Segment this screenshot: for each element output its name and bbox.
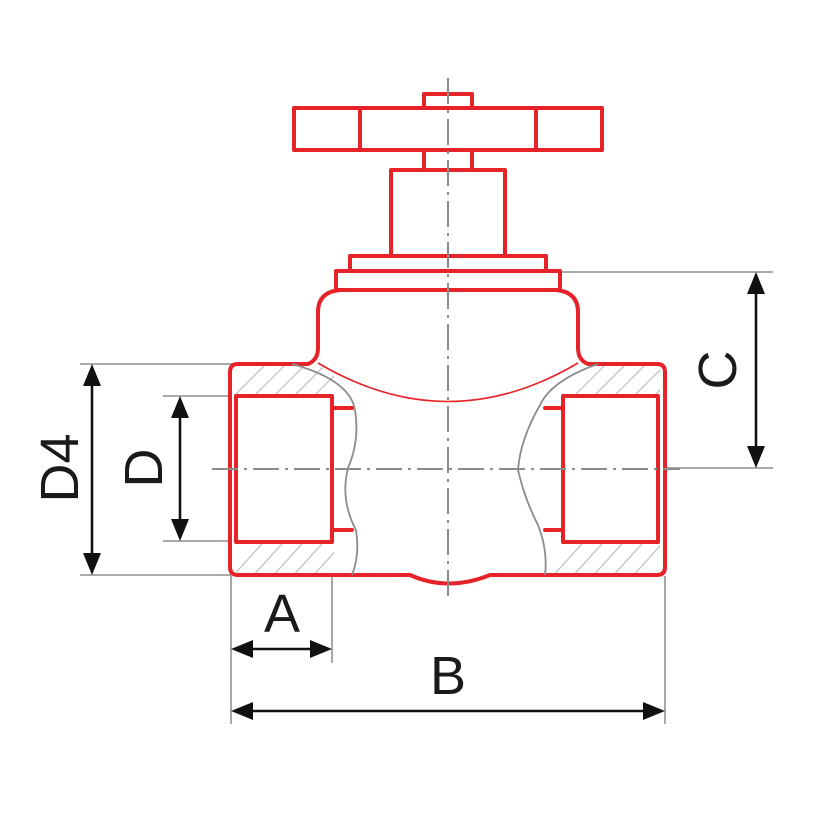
- hatch-right-top: [573, 366, 660, 396]
- valve-body: [228, 92, 667, 586]
- dimension-a: A: [231, 584, 332, 658]
- dimension-d: D: [114, 396, 189, 541]
- seat-curve: [317, 362, 579, 403]
- hatch-right-bottom: [554, 541, 660, 573]
- extension-lines: [80, 271, 773, 724]
- dimension-b: B: [231, 646, 665, 720]
- hatch-left-bottom: [234, 541, 334, 573]
- dimension-label-d: D: [114, 449, 174, 488]
- dimension-label-a: A: [264, 584, 300, 644]
- dimension-label-b: B: [430, 646, 466, 706]
- break-line-left: [291, 363, 359, 576]
- dimension-d4: D4: [30, 364, 101, 575]
- hatch-left-top: [234, 366, 334, 396]
- center-lines: [212, 78, 680, 602]
- dimension-label-c: C: [688, 351, 748, 390]
- dimension-c: C: [688, 272, 765, 468]
- dimension-label-d4: D4: [30, 433, 90, 502]
- body-outline: [228, 288, 667, 586]
